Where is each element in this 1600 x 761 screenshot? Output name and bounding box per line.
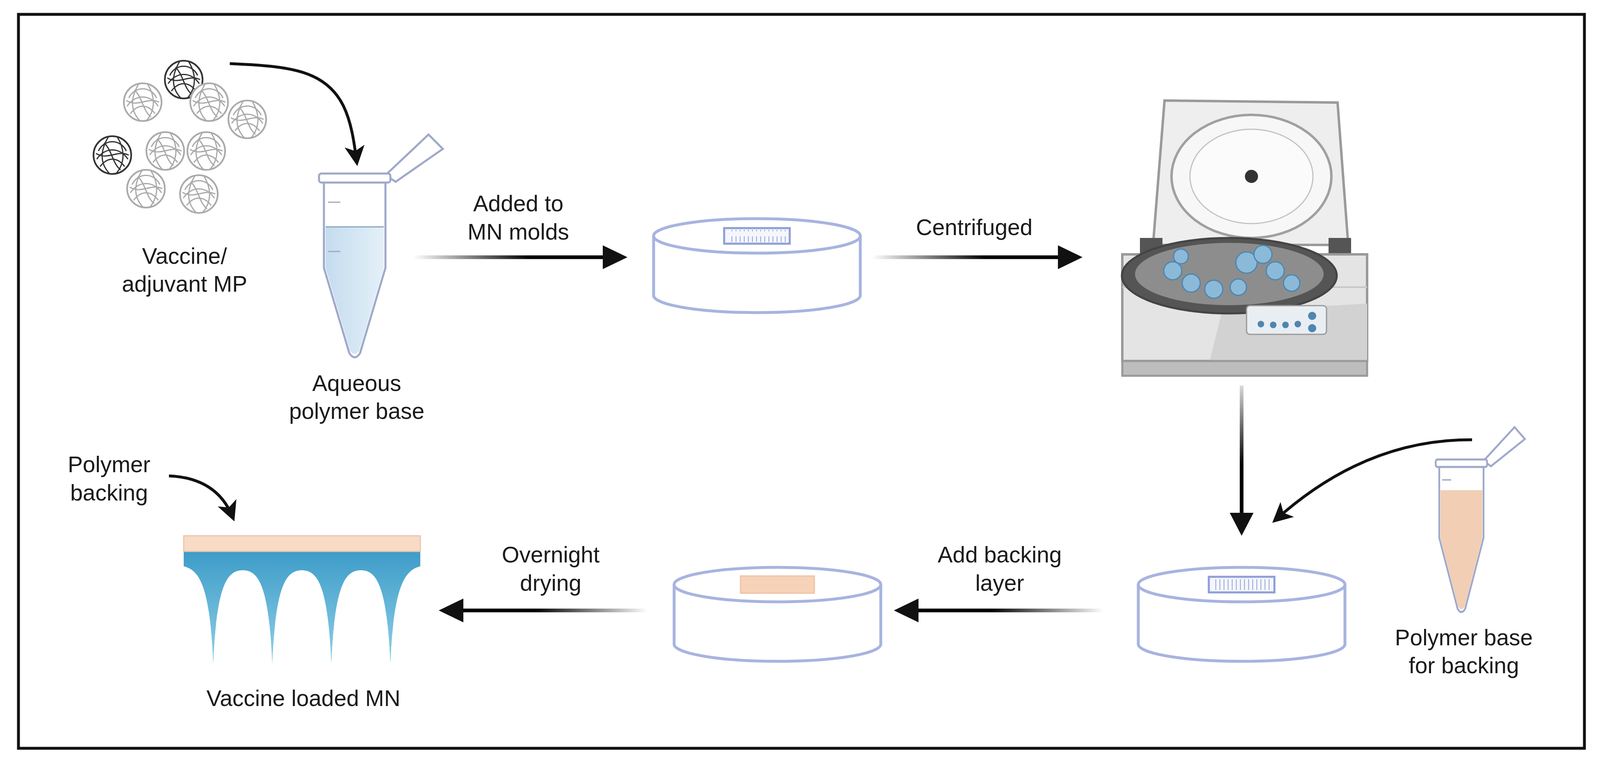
icon-group: Polymer base for backing [1385, 444, 1542, 683]
particle-cluster [93, 60, 267, 213]
process-arrow [168, 245, 1473, 623]
tube [319, 134, 443, 358]
petri-dish [1138, 567, 1345, 661]
step-label: Add backing layer [929, 540, 1070, 598]
node-label: Aqueous polymer base [286, 369, 428, 426]
flow-arrow [229, 63, 357, 162]
icon-group: Vaccine/ adjuvant MP [90, 63, 279, 302]
node-label: Vaccine loaded MN [206, 683, 401, 713]
node-label: Vaccine/ adjuvant MP [102, 241, 267, 299]
frame [18, 14, 1585, 748]
node-label: Polymer base for backing [1389, 623, 1539, 680]
tube [1435, 426, 1525, 612]
step-label: Centrifuged [916, 213, 1033, 242]
step-label: Overnight drying [489, 540, 613, 598]
petri-dish [674, 567, 881, 661]
icon-group: Aqueous polymer base [282, 161, 431, 429]
centrifuge [1121, 100, 1368, 376]
step-label: Added to MN molds [454, 189, 582, 247]
icon-group: Vaccine loaded MN [164, 528, 443, 716]
petri-dish [653, 218, 861, 313]
step-label: Polymer backing [55, 450, 163, 507]
microneedle-patch [183, 535, 421, 664]
leader-line [168, 475, 233, 518]
